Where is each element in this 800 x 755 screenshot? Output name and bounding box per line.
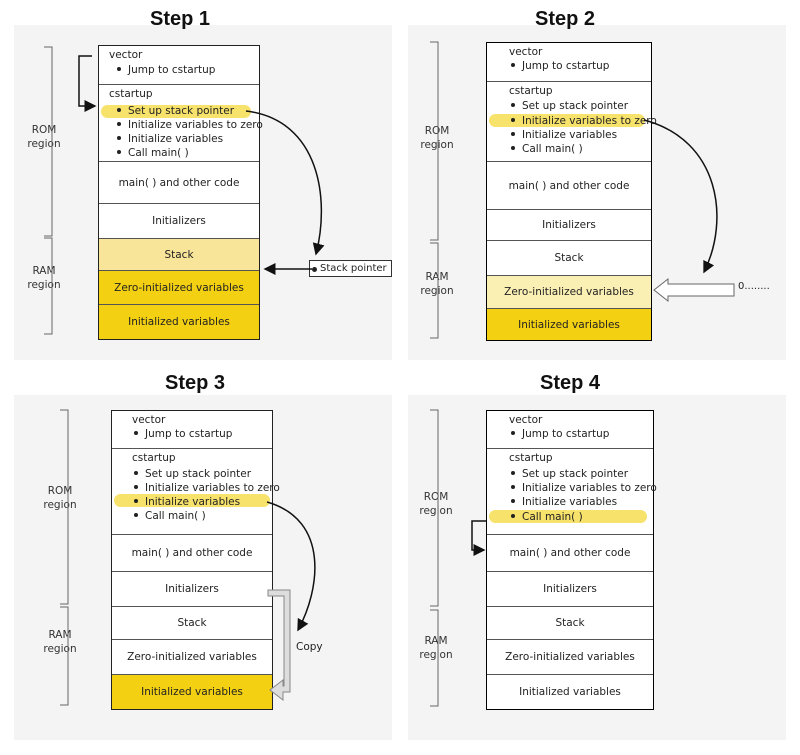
- memory-map-step2: vector Jump to cstartup cstartup Set up …: [486, 42, 657, 341]
- step3-region-brackets: [60, 409, 69, 706]
- step3-title: Step 3: [164, 372, 226, 394]
- step1-region-brackets: [44, 46, 53, 335]
- init-vars-section: Initialized variables: [99, 304, 259, 339]
- step4-title: Step 4: [539, 372, 601, 394]
- step1-title: Step 1: [149, 8, 211, 30]
- copy-arrow: [267, 589, 291, 702]
- init-vars-section: Initialized variables: [112, 674, 272, 709]
- vector-section: vector Jump to cstartup: [509, 46, 610, 72]
- stack-section: Stack: [112, 606, 272, 639]
- main-code-section: main( ) and other code: [99, 161, 259, 203]
- memory-map-step3: vector Jump to cstartup cstartup Set up …: [111, 410, 280, 710]
- initializers-section: Initializers: [112, 571, 272, 606]
- zero-fill-arrow: [653, 277, 735, 303]
- vector-section: vector Jump to cstartup: [509, 414, 610, 440]
- zero-fill-label: 0........: [738, 281, 770, 292]
- step4-region-brackets: [430, 409, 439, 707]
- main-code-section: main( ) and other code: [487, 161, 651, 209]
- memory-map-step4: vector Jump to cstartup cstartup Set up …: [486, 410, 657, 710]
- set-sp-arrow: [245, 110, 325, 256]
- cstartup-section: cstartup Set up stack pointer Initialize…: [487, 81, 657, 161]
- jump-arrow: [78, 55, 97, 112]
- item-init-zero: Initialize variables to zero: [128, 119, 263, 131]
- zero-vars-section: Zero-initialized variables: [487, 275, 651, 308]
- stack-section: Stack: [487, 606, 653, 639]
- stack-pointer-dot: [312, 267, 317, 272]
- step2-region-brackets: [430, 41, 439, 339]
- zero-vars-section: Zero-initialized variables: [112, 639, 272, 674]
- stack-section: Stack: [99, 238, 259, 270]
- highlight-set-up-stack: [101, 105, 251, 118]
- vector-heading: vector: [109, 49, 143, 61]
- item-init-vars: Initialize variables: [128, 133, 224, 145]
- main-code-section: main( ) and other code: [487, 534, 653, 571]
- highlight-init-vars: [114, 494, 270, 507]
- zero-vars-section: Zero-initialized variables: [99, 270, 259, 304]
- main-code-section: main( ) and other code: [112, 534, 272, 571]
- call-main-arrow: [471, 520, 486, 556]
- item-call-main: Call main( ): [128, 147, 189, 159]
- stack-pointer-label: Stack pointer: [309, 260, 392, 277]
- memory-map-step1: vector Jump to cstartup cstartup Set up …: [98, 45, 263, 340]
- item-set-up-stack: Set up stack pointer: [128, 105, 235, 117]
- vector-section: vector Jump to cstartup: [132, 414, 233, 440]
- zero-vars-section: Zero-initialized variables: [487, 639, 653, 674]
- cstartup-section: cstartup Set up stack pointer Initialize…: [112, 448, 280, 534]
- init-zero-arrow: [643, 119, 718, 274]
- init-vars-section: Initialized variables: [487, 674, 653, 709]
- vector-section: vector Jump to cstartup: [99, 46, 259, 84]
- highlight-call-main: [489, 510, 647, 523]
- initializers-section: Initializers: [487, 209, 651, 240]
- cstartup-section: cstartup Set up stack pointer Initialize…: [99, 84, 263, 161]
- stack-section: Stack: [487, 240, 651, 275]
- initializers-section: Initializers: [487, 571, 653, 606]
- copy-label: Copy: [296, 641, 323, 653]
- cstartup-heading: cstartup: [109, 88, 153, 100]
- cstartup-section: cstartup Set up stack pointer Initialize…: [487, 448, 657, 534]
- initializers-section: Initializers: [99, 203, 259, 238]
- highlight-init-zero: [489, 114, 645, 127]
- step2-title: Step 2: [534, 8, 596, 30]
- jump-item: Jump to cstartup: [128, 64, 216, 76]
- init-vars-section: Initialized variables: [487, 308, 651, 340]
- init-vars-arrow: [266, 501, 316, 632]
